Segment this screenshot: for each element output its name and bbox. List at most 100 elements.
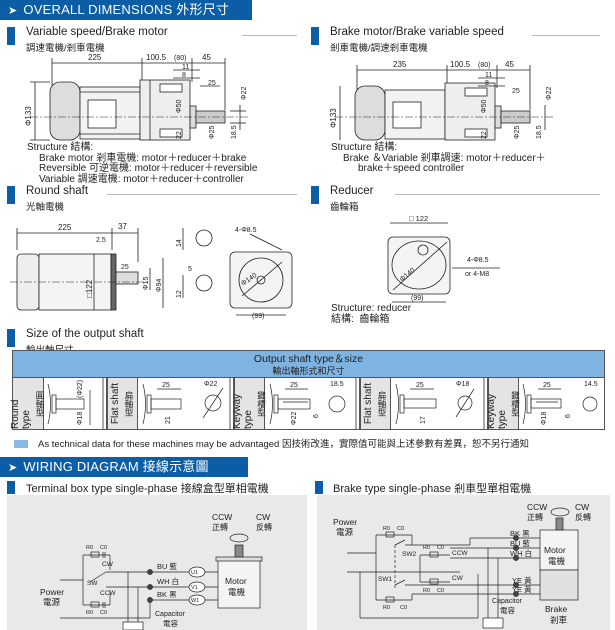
svg-text:CCW: CCW — [100, 590, 116, 597]
svg-text:SW: SW — [87, 580, 98, 587]
svg-text:□ 122: □ 122 — [409, 214, 428, 223]
svg-text:Φ50: Φ50 — [481, 100, 488, 113]
svg-text:BK 黑: BK 黑 — [510, 529, 530, 538]
svg-text:25: 25 — [512, 88, 520, 95]
divider — [107, 194, 297, 195]
svg-text:Capacitor: Capacitor — [492, 598, 523, 605]
svg-text:8: 8 — [485, 80, 489, 87]
svg-text:Power: Power — [40, 587, 64, 597]
wiring-diagram-header: ➤WIRING DIAGRAM 接線示意圖 — [0, 457, 248, 477]
svg-text:8: 8 — [182, 72, 186, 79]
svg-text:2.5: 2.5 — [96, 237, 106, 244]
shaft-keyway-22: 25 18.5 Φ22 6 — [269, 381, 346, 425]
svg-text:SW2: SW2 — [402, 551, 416, 558]
section-title-output: Size of the output shaft — [26, 328, 144, 340]
svg-text:Φ25: Φ25 — [209, 126, 216, 139]
svg-text:21: 21 — [165, 416, 172, 424]
svg-text:正轉: 正轉 — [212, 522, 228, 532]
svg-text:□122: □122 — [85, 279, 94, 298]
svg-text:V1: V1 — [191, 585, 198, 591]
svg-text:Motor: Motor — [544, 545, 566, 555]
svg-text:剎車: 剎車 — [550, 615, 568, 625]
motor-drawing-brake: 235 100.5 (80) 45 11 8 25 Φ22 Φ133 Φ50 2… — [329, 60, 555, 141]
section-subtitle-brake: 剎車電機/調速剎車電機 — [330, 43, 428, 54]
section-subtitle-round: 光軸電機 — [26, 202, 65, 213]
svg-text:C0: C0 — [437, 545, 444, 551]
svg-text:6: 6 — [313, 414, 320, 418]
svg-text:U1: U1 — [191, 570, 198, 576]
svg-text:R0: R0 — [423, 588, 430, 594]
shaft-flat-22: 25 Φ22 21 — [142, 381, 224, 425]
shaft-flat-18: 25 Φ18 17 — [395, 381, 475, 425]
svg-text:6: 6 — [565, 414, 572, 418]
section-marker — [7, 186, 15, 204]
section-title-brake: Brake motor/Brake variable speed — [330, 26, 504, 38]
svg-text:CW: CW — [102, 561, 114, 568]
svg-text:or 4-M8: or 4-M8 — [465, 271, 489, 278]
wiring-brake-title: Brake type single-phase 剎車型單相電機 — [333, 483, 532, 495]
svg-text:14.5: 14.5 — [584, 381, 598, 388]
svg-text:Φ133: Φ133 — [329, 108, 338, 128]
reducer-drawing: □ 122 4-Φ8.5 or 4-M8 Φ140 (99) — [387, 214, 500, 303]
svg-text:Φ15: Φ15 — [143, 277, 150, 290]
svg-text:R0: R0 — [383, 605, 390, 611]
svg-text:CW: CW — [256, 512, 270, 522]
svg-text:(99): (99) — [411, 295, 423, 302]
svg-text:C0: C0 — [100, 545, 107, 551]
svg-text:CCW: CCW — [527, 502, 547, 512]
svg-text:Capacitor: Capacitor — [155, 611, 186, 618]
svg-text:18.5: 18.5 — [231, 125, 238, 139]
svg-text:R0: R0 — [423, 545, 430, 551]
output-shaft-table: Output shaft type＆size 輸出軸形式和尺寸 Round ty… — [10, 350, 605, 430]
svg-text:Motor: Motor — [225, 576, 247, 586]
svg-text:反轉: 反轉 — [256, 522, 272, 532]
svg-text:25: 25 — [543, 382, 551, 389]
shaft-keyway-18: 25 14.5 Φ18 6 — [522, 381, 598, 425]
motor-drawing-variable: 225 100.5 (80) 45 11 8 25 Φ22 Φ133 Φ50 2… — [24, 53, 250, 141]
svg-text:CCW: CCW — [212, 512, 232, 522]
svg-text:11: 11 — [485, 72, 492, 79]
shaft-round: (Φ22) Φ18 — [47, 380, 91, 425]
svg-text:25: 25 — [416, 382, 424, 389]
svg-text:R0: R0 — [86, 610, 93, 616]
svg-text:22: 22 — [176, 131, 183, 139]
svg-text:C0: C0 — [397, 526, 404, 532]
structure-brake: Structure 結構:Brake ＆Variable 剎車調速: motor… — [331, 142, 546, 174]
motor-drawing-round-shaft: 225 37 2.5 25 Φ15 □122 Φ94 14 5 12 4-Φ8.… — [10, 222, 293, 320]
svg-text:Power: Power — [333, 517, 357, 527]
table-dividers — [102, 377, 485, 430]
svg-text:C0: C0 — [437, 588, 444, 594]
section-subtitle-reducer: 齒輪箱 — [330, 202, 359, 213]
svg-text:Φ94: Φ94 — [156, 279, 163, 292]
svg-text:WH 白: WH 白 — [157, 576, 179, 586]
legend-swatch — [14, 440, 28, 449]
svg-text:22: 22 — [481, 131, 488, 139]
svg-text:225: 225 — [58, 223, 72, 232]
section-marker — [7, 481, 15, 494]
svg-text:25: 25 — [208, 80, 216, 87]
svg-text:100.5: 100.5 — [146, 53, 167, 62]
section-title-round: Round shaft — [26, 185, 89, 197]
svg-text:225: 225 — [88, 53, 102, 62]
svg-text:Brake: Brake — [545, 604, 567, 614]
section-subtitle-variable: 調速電機/剎車電機 — [26, 43, 105, 54]
svg-text:R0: R0 — [383, 526, 390, 532]
divider — [395, 194, 600, 195]
svg-text:BU 藍: BU 藍 — [157, 561, 178, 571]
svg-text:235: 235 — [393, 60, 407, 69]
svg-text:Φ22: Φ22 — [546, 87, 553, 100]
svg-text:CW: CW — [575, 502, 589, 512]
section-marker — [311, 186, 319, 204]
svg-text:(80): (80) — [174, 55, 186, 62]
svg-text:R0: R0 — [86, 545, 93, 551]
section-marker — [7, 27, 15, 45]
svg-text:Φ25: Φ25 — [514, 126, 521, 139]
wiring-terminal-title: Terminal box type single-phase 接線盒型單相電機 — [26, 483, 269, 495]
svg-text:(Φ22): (Φ22) — [77, 380, 84, 398]
